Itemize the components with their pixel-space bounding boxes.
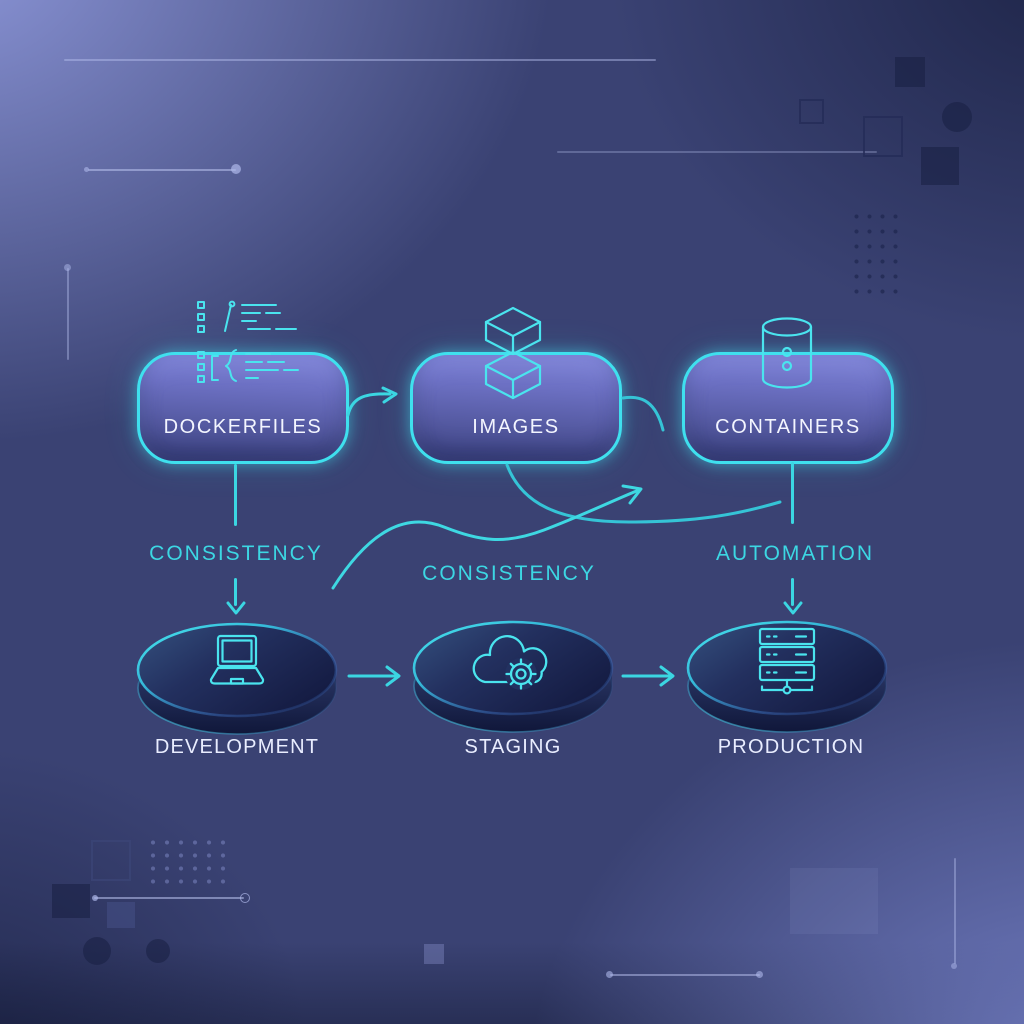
deco-dot — [756, 971, 763, 978]
edge-label-automation: AUTOMATION — [715, 542, 875, 565]
deco-square — [107, 902, 135, 928]
arrow-to-production-line — [791, 578, 794, 606]
deco-dot — [64, 264, 71, 271]
arrow-to-production-head — [783, 601, 803, 615]
container-cylinder-icon — [761, 317, 813, 389]
env-label-production: PRODUCTION — [717, 736, 865, 758]
flow-box-images: IMAGES — [410, 352, 622, 464]
flow-box-dockerfiles: DOCKERFILES — [137, 352, 349, 464]
cloud-gear-icon — [472, 635, 548, 690]
curve-from-images — [505, 463, 782, 524]
deco-circle — [942, 102, 972, 132]
flow-box-label: DOCKERFILES — [163, 416, 323, 438]
deco-dot — [951, 963, 957, 969]
deco-square-outline — [863, 116, 903, 157]
deco-rect-faint — [790, 868, 878, 934]
disc-development — [136, 622, 338, 735]
server-icon — [758, 627, 816, 695]
deco-dot — [92, 895, 98, 901]
deco-dot — [231, 164, 241, 174]
deco-square — [895, 57, 925, 87]
arrow-to-development-head — [226, 601, 246, 615]
arrow-development-to-staging — [347, 665, 401, 687]
laptop-icon — [209, 634, 265, 685]
deco-line-node-bottomleft — [94, 897, 244, 899]
env-label-development: DEVELOPMENT — [154, 736, 320, 758]
deco-square-light — [424, 944, 444, 964]
deco-dot — [606, 971, 613, 978]
deco-ring — [240, 893, 250, 903]
deco-square-outline — [91, 840, 131, 881]
deco-line-topright — [557, 151, 877, 153]
deco-vline-right — [954, 858, 956, 964]
flow-box-label: CONTAINERS — [715, 416, 861, 438]
s-curve-arrow — [331, 484, 643, 590]
connector-images-to-containers — [621, 395, 665, 432]
arrow-staging-to-production — [621, 665, 675, 687]
deco-circle — [146, 939, 170, 963]
edge-label-consistency-middle: CONSISTENCY — [422, 562, 596, 585]
deco-line-node-left — [88, 169, 236, 171]
env-label-staging: STAGING — [464, 736, 562, 758]
deco-dot-grid-topright — [850, 209, 900, 295]
dockerfile-code-icon — [197, 300, 299, 383]
deco-line-node-bottomright — [610, 974, 760, 976]
connector-containers-down — [791, 462, 794, 524]
deco-dot — [84, 167, 89, 172]
deco-circle — [83, 937, 111, 965]
deco-line-top — [64, 59, 656, 61]
deco-square-outline — [799, 99, 824, 124]
deco-vline-left — [67, 268, 69, 360]
deco-square — [921, 147, 959, 185]
deco-square — [52, 884, 90, 918]
flow-box-label: IMAGES — [472, 416, 560, 438]
arrow-to-development-line — [234, 578, 237, 606]
connector-dockerfiles-down — [234, 464, 237, 526]
deco-dot-grid-bottomleft — [146, 836, 228, 886]
edge-label-consistency-left: CONSISTENCY — [149, 542, 323, 565]
disc-production — [686, 620, 888, 733]
arrow-dockerfiles-to-images — [346, 386, 398, 417]
image-cubes-icon — [484, 306, 542, 400]
